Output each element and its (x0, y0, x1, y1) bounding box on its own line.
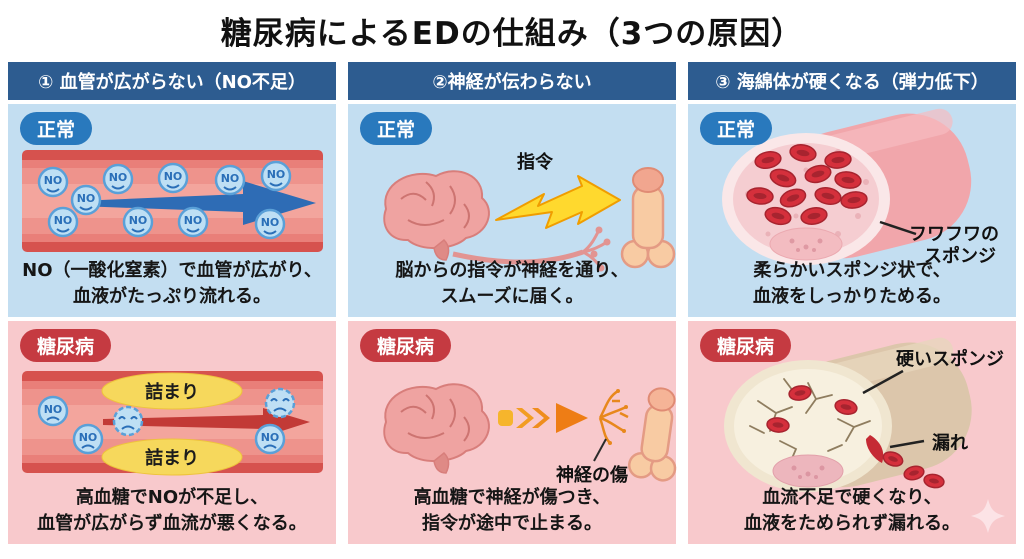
vessels-normal-caption: NO（一酸化窒素）で血管が広がり、 血液がたっぷり流れる。 (8, 258, 336, 310)
caption-line: 血液をしっかりためる。 (753, 285, 951, 307)
caption-line: 高血糖でNOが不足し、 (75, 486, 269, 508)
normal-badge: 正常 (700, 112, 773, 145)
svg-text:NO: NO (77, 192, 96, 205)
diabetes-badge: 糖尿病 (20, 329, 112, 362)
svg-text:NO: NO (267, 168, 286, 181)
sponge-cross-section (722, 133, 890, 265)
urethra-lobe (772, 454, 844, 488)
svg-text:NO: NO (129, 214, 148, 227)
svg-text:NO: NO (164, 170, 183, 183)
nerve-diabetes-illustration: 神経の傷 (383, 383, 677, 486)
caption-line: 血液がたっぷり流れる。 (73, 285, 271, 307)
svg-text:NO: NO (109, 171, 128, 184)
damaged-nerve-icon (598, 389, 629, 445)
lightning-signal-icon (495, 175, 621, 229)
vessels-diabetes-panel: 糖尿病 詰まり 詰まり (8, 321, 336, 544)
blood-flow-arrow (78, 181, 316, 225)
column-nerves-header: ②神経が伝わらない (348, 62, 676, 100)
column-vessels-header: ① 血管が広がらない（NO不足） (8, 62, 336, 100)
caption-line: 脳からの指令が神経を通り、 (395, 259, 629, 281)
nerve-icon (452, 226, 611, 272)
soft-sponge-label: スポンジ (924, 245, 996, 267)
blood-cell-icons (766, 385, 858, 433)
weak-flow-arrow (103, 408, 310, 437)
hard-sponge-cross-section (724, 360, 892, 492)
svg-text:NO: NO (44, 174, 63, 187)
blood-cell-icons (746, 144, 868, 226)
page-title: 糖尿病によるEDの仕組み（3つの原因） (220, 16, 804, 52)
nerve-damage-label: 神経の傷 (556, 464, 628, 486)
diabetes-badge: 糖尿病 (360, 329, 452, 362)
brain-icon (383, 383, 490, 474)
svg-text:詰まり: 詰まり (145, 447, 199, 469)
penis-flaccid-icon (627, 387, 677, 482)
sponge-diabetes-panel: 糖尿病 (688, 321, 1016, 544)
sponge-diabetes-illustration: 硬いスポンジ 漏れ (724, 337, 1005, 533)
vessel-normal-illustration: NO NO NO NO NO NO NO NO NO NO (22, 150, 323, 252)
caption-line: 指令が途中で止まる。 (422, 512, 602, 534)
caption-line: NO（一酸化窒素）で血管が広がり、 (22, 259, 322, 281)
vessels-normal-panel: 正常 NO NO NO NO NO NO (8, 104, 336, 317)
clog-icon: 詰まり (101, 372, 243, 410)
leak-icon (866, 435, 945, 489)
leak-pointer-line (889, 439, 925, 449)
svg-text:NO: NO (184, 214, 203, 227)
sponge-diabetes-caption: 血流不足で硬くなり、 血液をためられず漏れる。 (688, 485, 1016, 537)
sponge-normal-panel: 正常 (688, 104, 1016, 317)
column-nerves: ②神経が伝わらない 正常 指令 (348, 62, 677, 544)
urethra-lobe (769, 227, 843, 261)
hard-sponge-pointer-line (862, 369, 904, 395)
svg-text:NO: NO (54, 214, 73, 227)
hard-sponge-label: 硬いスポンジ (896, 348, 1004, 370)
caption-line: 血管が広がらず血流が悪くなる。 (37, 512, 307, 534)
soft-sponge-label: フワフワの (909, 224, 999, 245)
normal-badge: 正常 (360, 112, 433, 145)
clog-icon: 詰まり (101, 438, 243, 476)
column-vessels: ① 血管が広がらない（NO不足） 正常 NO NO NO NO (8, 62, 336, 544)
signal-label: 指令 (517, 151, 554, 173)
svg-text:NO: NO (261, 216, 280, 229)
nerves-diabetes-panel: 糖尿病 (348, 321, 677, 544)
svg-text:NO: NO (79, 431, 98, 444)
nerve-normal-illustration: 指令 (383, 151, 676, 272)
brain-icon (383, 170, 490, 261)
normal-badge: 正常 (20, 112, 93, 145)
sponge-normal-illustration: フワフワの スポンジ (722, 108, 999, 267)
sponge-pointer-line (879, 220, 917, 236)
nerves-normal-panel: 正常 指令 (348, 104, 676, 317)
svg-text:NO: NO (221, 172, 240, 185)
diabetes-badge: 糖尿病 (700, 329, 792, 362)
vessels-diabetes-caption: 高血糖でNOが不足し、 血管が広がらず血流が悪くなる。 (8, 485, 336, 537)
caption-line: 高血糖で神経が傷つき、 (413, 486, 611, 508)
sponge-normal-caption: 柔らかいスポンジ状で、 血液をしっかりためる。 (688, 258, 1016, 310)
damage-pointer-line (593, 438, 607, 462)
nerves-normal-caption: 脳からの指令が神経を通り、 スムーズに届く。 (348, 258, 676, 310)
penis-icon (620, 167, 676, 269)
caption-line: 血液をためられず漏れる。 (744, 512, 960, 534)
svg-text:詰まり: 詰まり (145, 381, 199, 403)
caption-line: 血流不足で硬くなり、 (762, 486, 942, 508)
vessel-diabetes-illustration: 詰まり 詰まり NO NO NO (22, 371, 323, 476)
caption-line: 柔らかいスポンジ状で、 (753, 259, 951, 281)
columns-container: ① 血管が広がらない（NO不足） 正常 NO NO NO NO (8, 62, 1016, 544)
svg-text:NO: NO (261, 431, 280, 444)
nerves-diabetes-caption: 高血糖で神経が傷つき、 指令が途中で止まる。 (348, 485, 676, 537)
caption-line: スムーズに届く。 (440, 285, 584, 307)
column-sponge-header: ③ 海綿体が硬くなる（弾力低下） (688, 62, 1016, 100)
no-molecule-icons: NO NO NO NO NO NO NO NO NO NO (37, 160, 292, 240)
sad-no-molecule-icons: NO NO NO (37, 387, 296, 455)
column-sponge: ③ 海綿体が硬くなる（弾力低下） 正常 (688, 62, 1016, 544)
leak-label: 漏れ (932, 433, 968, 454)
broken-signal-arrow-icon (498, 403, 588, 433)
sparkle-icon (971, 499, 1005, 533)
svg-text:NO: NO (44, 403, 63, 416)
